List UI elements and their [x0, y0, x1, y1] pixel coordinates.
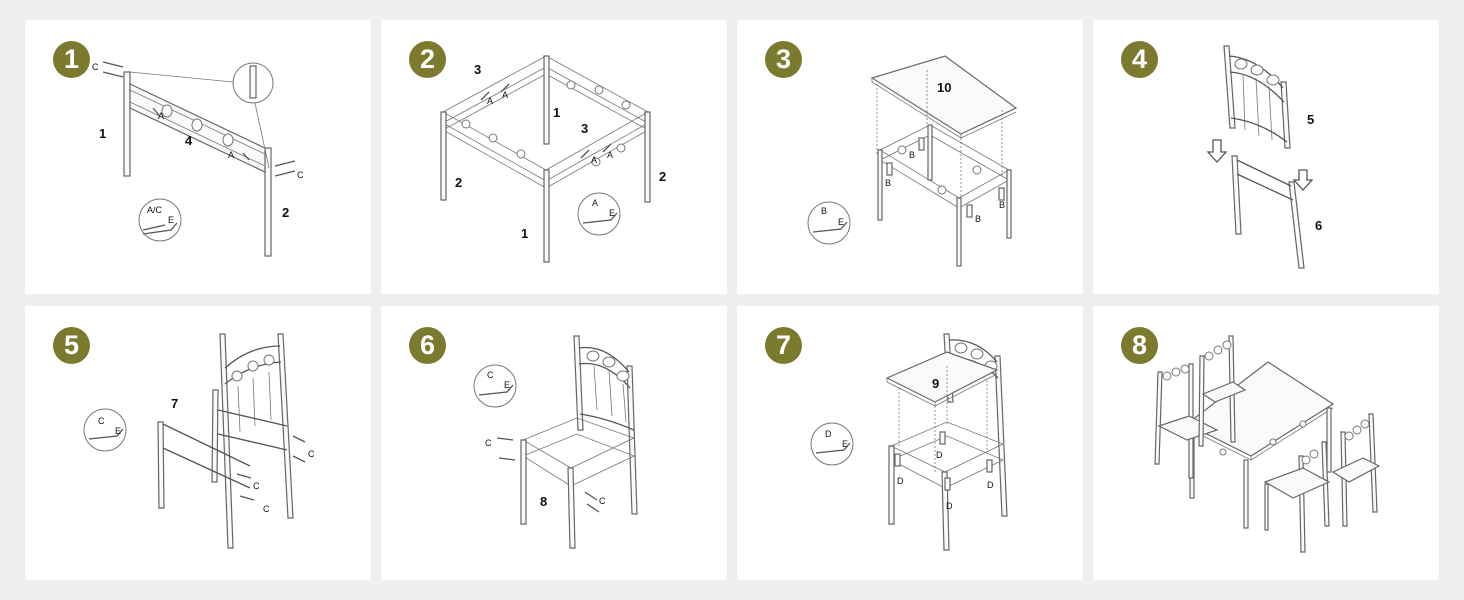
- step-6-badge: 6: [409, 327, 446, 364]
- label-screw-c2: C: [253, 481, 260, 491]
- label-leg-back: 1: [553, 105, 560, 120]
- label-screw-b4: B: [999, 200, 1005, 210]
- step-2-badge: 2: [409, 41, 446, 78]
- label-bolt-a-right: A: [228, 150, 234, 160]
- step-7-panel: 7 9 D D D D D E: [737, 306, 1083, 580]
- label-backrest: 5: [1307, 112, 1314, 127]
- leg-part-1: [123, 71, 131, 177]
- assembled-chair-2: [1198, 335, 1247, 447]
- label-bolt-a2: A: [502, 90, 508, 100]
- step-5-badge: 5: [53, 327, 90, 364]
- label-screw-d1: D: [897, 476, 904, 486]
- step-8-badge: 8: [1121, 327, 1158, 364]
- step-5-illustration: 7 C C C C E: [83, 333, 315, 549]
- step-6-illustration: 8 C C C E: [473, 335, 638, 549]
- label-side-rail-left: 3: [474, 62, 481, 77]
- tool-part-label: A/C: [147, 205, 163, 215]
- label-screw-d3: D: [946, 501, 953, 511]
- seat-frame-part-8: [520, 417, 636, 549]
- backrest-part-5: [1223, 45, 1291, 149]
- tool-wrench-label: E: [842, 439, 848, 449]
- label-leg-front: 1: [521, 226, 528, 241]
- step-6-panel: 6 8 C C C E: [381, 306, 727, 580]
- assembled-chair-4: [1331, 413, 1381, 527]
- step-8-illustration: [1154, 335, 1381, 553]
- step-7-illustration: 9 D D D D D E: [810, 333, 1008, 551]
- base-part-6: [1231, 155, 1305, 269]
- step-4-panel: 4 5 6: [1093, 20, 1439, 294]
- step-2-illustration: 3 3 1 1 2 2 A A A A A E: [440, 55, 666, 263]
- assembled-chair-3: [1263, 441, 1331, 553]
- label-screw-c-bottom: C: [297, 170, 304, 180]
- label-screw-b1: B: [885, 178, 891, 188]
- step-4-badge: 4: [1121, 41, 1158, 78]
- label-rail: 4: [185, 133, 193, 148]
- tool-wrench-label: E: [168, 215, 174, 225]
- tool-part-label: C: [487, 370, 494, 380]
- tool-part-label: A: [592, 198, 598, 208]
- step-4-illustration: 5 6: [1206, 45, 1322, 269]
- step-5-panel: 5 7 C C C C E: [25, 306, 371, 580]
- label-bolt-a3: A: [591, 155, 597, 165]
- label-bolt-a1: A: [487, 96, 493, 106]
- leg-right: [644, 111, 651, 203]
- label-bolt-a-left: A: [158, 111, 164, 121]
- step-1-illustration: 1 4 2 C C A A A/C E: [92, 61, 304, 257]
- label-screw-c-top: C: [92, 62, 99, 72]
- label-leg-front: 1: [99, 126, 106, 141]
- step-1-badge: 1: [53, 41, 90, 78]
- step-2-panel: 2 3 3 1 1 2 2 A A A A: [381, 20, 727, 294]
- label-screw-d4: D: [987, 480, 994, 490]
- tool-wrench-label: E: [115, 426, 121, 436]
- leg-front: [543, 169, 550, 263]
- leg-back: [543, 55, 550, 145]
- tool-part-label: C: [98, 416, 105, 426]
- step-3-illustration: 10 B B B B B E: [807, 55, 1018, 267]
- label-screw-b3: B: [975, 214, 981, 224]
- tool-wrench-label: E: [838, 217, 844, 227]
- label-leg-left: 2: [455, 175, 462, 190]
- label-brace: 7: [171, 396, 178, 411]
- step-3-panel: 3 10 B B B B B E: [737, 20, 1083, 294]
- label-leg-right: 2: [659, 169, 666, 184]
- step-3-badge: 3: [765, 41, 802, 78]
- label-screw-c1: C: [485, 438, 492, 448]
- assembled-table: [1185, 361, 1335, 529]
- leg-left: [440, 111, 447, 201]
- leg-part-2: [264, 147, 272, 257]
- label-leg-back: 2: [282, 205, 289, 220]
- label-seat: 9: [932, 376, 939, 391]
- label-screw-c2: C: [599, 496, 606, 506]
- step-7-badge: 7: [765, 327, 802, 364]
- tool-wrench-label: E: [504, 380, 510, 390]
- seat-part-9: [885, 351, 999, 403]
- step-8-panel: 8: [1093, 306, 1439, 580]
- label-screw-b2: B: [909, 150, 915, 160]
- label-screw-d2: D: [936, 450, 943, 460]
- label-tabletop: 10: [937, 80, 951, 95]
- tool-part-label: D: [825, 429, 832, 439]
- tool-part-label: B: [821, 206, 827, 216]
- label-seat-frame: 8: [540, 494, 547, 509]
- label-side-rail-right: 3: [581, 121, 588, 136]
- label-bolt-a4: A: [607, 150, 613, 160]
- step-1-panel: 1 1 4 2 C C A A A/C: [25, 20, 371, 294]
- label-screw-c3: C: [263, 504, 270, 514]
- tool-wrench-label: E: [609, 208, 615, 218]
- label-base: 6: [1315, 218, 1322, 233]
- label-screw-c1: C: [308, 449, 315, 459]
